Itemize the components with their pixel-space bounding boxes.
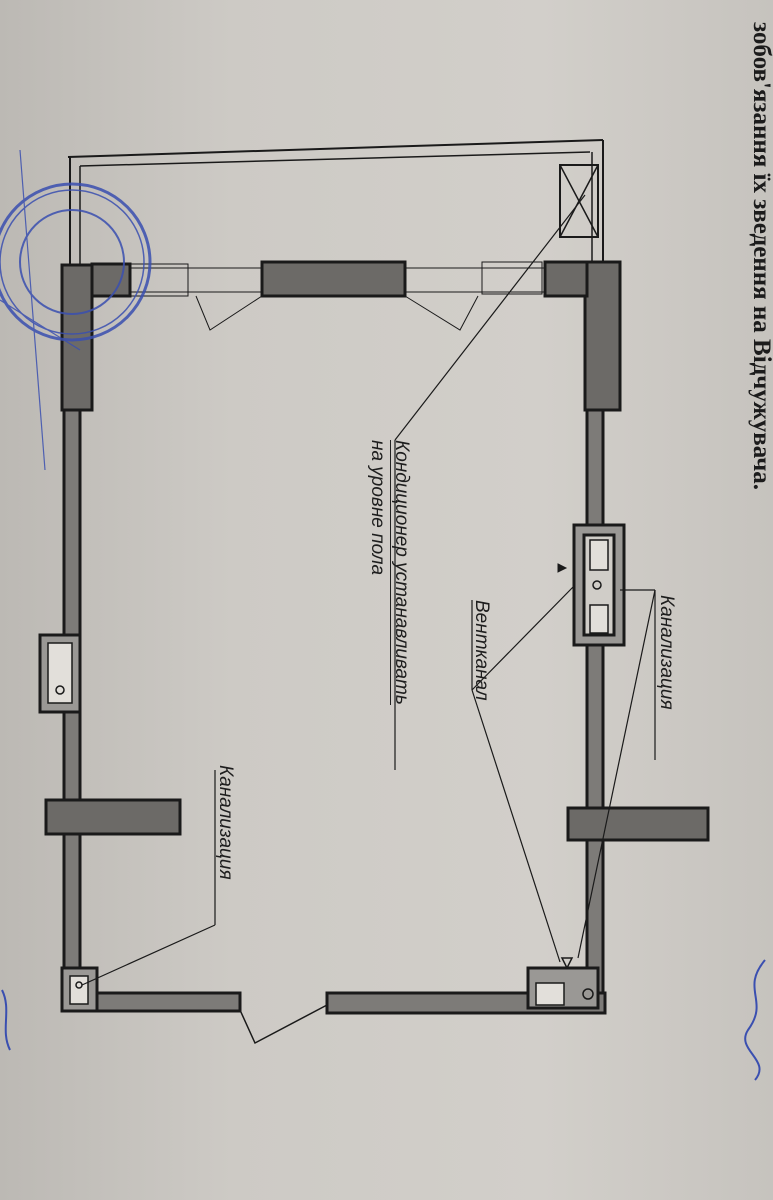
top-outline (67, 139, 604, 158)
air-conditioner-unit (559, 164, 599, 238)
company-stamp (0, 149, 152, 471)
leader-sewer-left (81, 924, 216, 986)
column-left-mid (44, 798, 182, 836)
leader-vent (471, 584, 576, 691)
signature (744, 959, 766, 1081)
balcony-door-left (195, 295, 263, 331)
leader-ac (394, 194, 586, 441)
label-sewer-right: Канализация (656, 595, 677, 710)
balcony-door-right (404, 295, 479, 331)
label-vent: Вентканал (471, 600, 492, 701)
label-sewer-left: Канализация (215, 765, 236, 880)
top-outline-inner (79, 151, 591, 167)
pier-center (260, 260, 407, 298)
column-top-right (583, 260, 622, 412)
label-ac-line1: Кондиционер устанавливать (390, 440, 412, 705)
column-right-mid (566, 806, 710, 842)
label-ac-line2: на уровне пола (367, 440, 388, 576)
entrance-door (239, 1004, 328, 1045)
ac-label-text: Кондиционер устанавливать (390, 440, 412, 705)
pier-right (543, 260, 589, 298)
signature-left (1, 989, 11, 1051)
